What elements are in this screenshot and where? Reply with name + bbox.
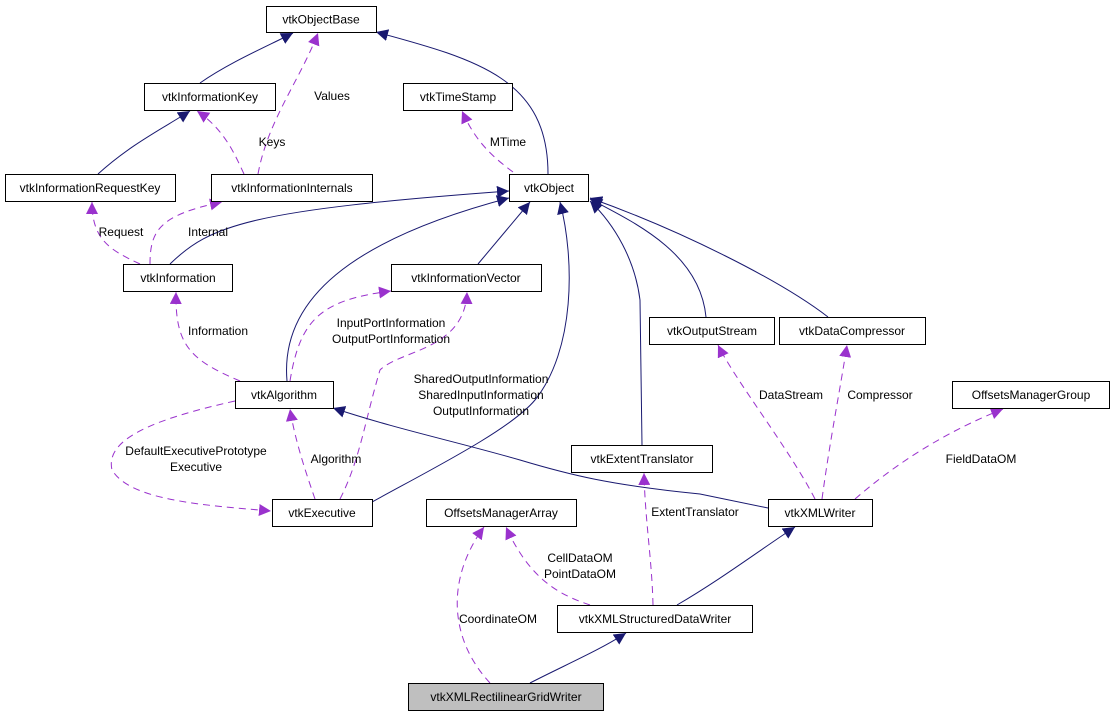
edge-label-output-port-information: OutputPortInformation [332,332,450,346]
edge-executive-infovector [339,291,473,500]
node-label: vtkExecutive [288,506,356,520]
node-label: vtkInformationVector [411,271,520,285]
edge-object-timestamp [461,110,514,173]
node-label: vtkInformationKey [162,90,258,104]
edge-label-values: Values [314,89,350,103]
edge-structwriter-xmlwriter [676,526,796,606]
edge-information-requestkey [86,201,141,265]
node-label: vtkObject [524,181,575,195]
edge-xmlwriter-outputstream [717,344,816,500]
nodes: vtkObjectBase vtkInformationKey vtkTimeS… [5,6,1110,711]
edge-algorithm-executive [110,400,272,516]
edge-structwriter-extenttranslator [638,472,654,606]
node-vtkalgorithm[interactable]: vtkAlgorithm [235,381,334,409]
node-offsetsmanagerarray[interactable]: OffsetsManagerArray [426,499,577,527]
edge-algorithm-information [169,291,241,382]
node-vtkinformationinternals[interactable]: vtkInformationInternals [211,174,373,202]
edge-infokey-objectbase [199,32,294,84]
edge-label-mtime: MTime [490,135,527,149]
node-label: vtkInformationRequestKey [20,181,161,195]
node-vtkdatacompressor[interactable]: vtkDataCompressor [779,317,926,345]
edge-label-cell-data-om: CellDataOM [547,551,612,565]
node-vtkinformationkey[interactable]: vtkInformationKey [144,83,276,111]
edge-extenttranslator-object [589,200,643,446]
edge-label-input-port-information: InputPortInformation [337,316,446,330]
edge-rectgridwriter-offsetsmanagerarray [456,526,491,684]
edge-algorithm-object [286,195,510,382]
node-vtkexecutive[interactable]: vtkExecutive [272,499,373,527]
node-vtkoutputstream[interactable]: vtkOutputStream [649,317,775,345]
node-vtkxmlstructureddatawriter[interactable]: vtkXMLStructuredDataWriter [557,605,753,633]
node-label: OffsetsManagerGroup [972,388,1091,402]
node-label: OffsetsManagerArray [444,506,558,520]
edge-label-field-data-om: FieldDataOM [946,452,1017,466]
edge-xmlwriter-algorithm [332,406,769,509]
edge-label-extent-translator: ExtentTranslator [651,505,739,519]
edge-label-compressor: Compressor [847,388,912,402]
edge-xmlwriter-offsetsmanagergroup [854,407,1004,500]
edge-label-default-executive-prototype: DefaultExecutivePrototype [125,444,267,458]
edge-label-point-data-om: PointDataOM [544,567,616,581]
node-label: vtkAlgorithm [251,388,317,402]
edge-label-keys: Keys [259,135,286,149]
edge-executive-algorithm [285,408,316,500]
edge-label-output-information: OutputInformation [433,404,529,418]
node-vtkxmlrectilineargridwriter: vtkXMLRectilinearGridWriter [408,683,604,711]
edge-information-object [169,185,510,265]
node-label: vtkDataCompressor [799,324,905,338]
edge-executive-object [371,201,570,503]
edge-label-algorithm: Algorithm [311,452,362,466]
node-vtkxmlwriter[interactable]: vtkXMLWriter [768,499,873,527]
edge-label-data-stream: DataStream [759,388,823,402]
node-vtkinformationvector[interactable]: vtkInformationVector [391,264,542,292]
node-vtkobjectbase[interactable]: vtkObjectBase [266,6,377,33]
edge-label-coordinate-om: CoordinateOM [459,612,537,626]
node-label: vtkInformation [140,271,215,285]
node-vtkinformationrequestkey[interactable]: vtkInformationRequestKey [5,174,176,202]
node-label: vtkXMLRectilinearGridWriter [430,690,581,704]
node-vtkobject[interactable]: vtkObject [509,174,589,202]
edge-structwriter-offsetsmanagerarray [505,526,591,606]
edge-information-internals [149,198,223,265]
node-label: vtkInformationInternals [231,181,352,195]
node-vtkextenttranslator[interactable]: vtkExtentTranslator [571,445,713,473]
edge-internals-objectbase [257,32,320,175]
node-vtktimestamp[interactable]: vtkTimeStamp [403,83,513,111]
node-label: vtkOutputStream [667,324,757,338]
node-label: vtkXMLStructuredDataWriter [579,612,732,626]
edge-label-request: Request [99,225,144,239]
edge-datacompressor-object [589,196,829,318]
edge-requestkey-infokey [97,110,191,175]
edge-label-shared-output-information: SharedOutputInformation [414,372,549,386]
edge-xmlwriter-datacompressor [821,344,852,500]
edge-outputstream-object [589,198,707,318]
node-offsetsmanagergroup[interactable]: OffsetsManagerGroup [952,381,1110,409]
node-vtkinformation[interactable]: vtkInformation [123,264,233,292]
edge-label-shared-input-information: SharedInputInformation [418,388,543,402]
node-label: vtkObjectBase [282,13,360,27]
node-label: vtkExtentTranslator [591,452,694,466]
node-label: vtkXMLWriter [785,506,856,520]
edge-rectgridwriter-structwriter [529,632,627,684]
edge-infovector-object [477,201,531,265]
edges [86,29,1004,684]
edge-label-information: Information [188,324,248,338]
node-label: vtkTimeStamp [420,90,497,104]
edge-internals-infokey [196,110,245,175]
edge-label-internal: Internal [188,225,228,239]
edge-labels: Values Keys MTime Request Internal Infor… [99,89,1017,626]
edge-object-objectbase [375,29,549,175]
edge-label-executive: Executive [170,460,222,474]
